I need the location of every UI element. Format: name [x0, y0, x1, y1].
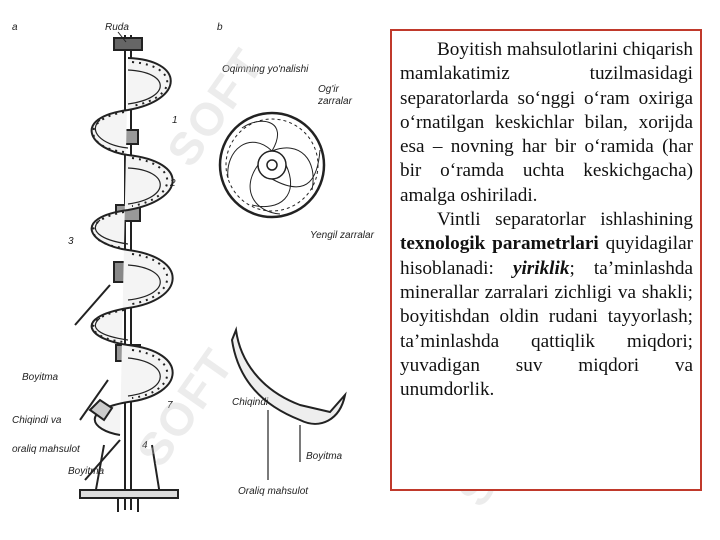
- base-frame: [79, 444, 179, 512]
- coarseness-term: yiriklik: [512, 257, 570, 279]
- spiral-riffles: [92, 61, 169, 399]
- label-yengil: Yengil zarralar: [310, 230, 375, 241]
- paragraph-technological-parameters: Vintli separatorlar ishlashining texnolo…: [400, 208, 693, 402]
- panel-label-a: a: [12, 22, 18, 33]
- label-oraliq-mahsulot-left: oraliq mahsulot: [12, 444, 81, 455]
- para2-mid: quyidagilar hisoblanadi:: [400, 233, 694, 279]
- label-chiqindi-va: Chiqindi va: [12, 415, 62, 426]
- panel-label-b: b: [217, 22, 223, 33]
- technological-parameters-term: texnologik parametrlari: [400, 233, 599, 255]
- label-zarralar: zarralar: [317, 96, 353, 107]
- label-num-1: 1: [172, 115, 178, 126]
- paragraph-product-discharge: Boyitish mahsulotlarini chiqarish mamlak…: [400, 39, 693, 206]
- spiral-separator-figure: a b: [12, 22, 375, 512]
- label-oqimning: Oqimning yo'nalishi: [222, 64, 309, 75]
- spiral-separator-diagram: a b: [12, 22, 375, 512]
- label-oraliq-mahsulot-bottom: Oraliq mahsulot: [238, 486, 309, 497]
- label-num-7: 7: [167, 400, 173, 411]
- label-num-2: 2: [169, 178, 176, 189]
- label-ruda: Ruda: [105, 22, 129, 33]
- trough-cross-section-disc: [218, 111, 326, 219]
- discharge-pipes: [74, 284, 121, 481]
- description-text-box: Boyitish mahsulotlarini chiqarish mamlak…: [390, 29, 702, 491]
- trough-profile: [230, 326, 347, 480]
- label-ogir: Og'ir: [318, 84, 339, 95]
- para2-rest: ; ta’minlashda minerallar zarralari zich…: [400, 257, 694, 401]
- label-boyitma-left: Boyitma: [22, 372, 59, 383]
- label-boyitma-right: Boyitma: [306, 451, 343, 462]
- label-chiqindi: Chiqindi: [232, 397, 269, 408]
- spiral-trough: [90, 57, 174, 436]
- label-boyitma-bottom: Boyitma: [68, 466, 105, 477]
- para2-intro: Vintli separatorlar ishlashining: [437, 209, 693, 231]
- label-num-4: 4: [142, 440, 148, 451]
- label-num-3: 3: [68, 236, 74, 247]
